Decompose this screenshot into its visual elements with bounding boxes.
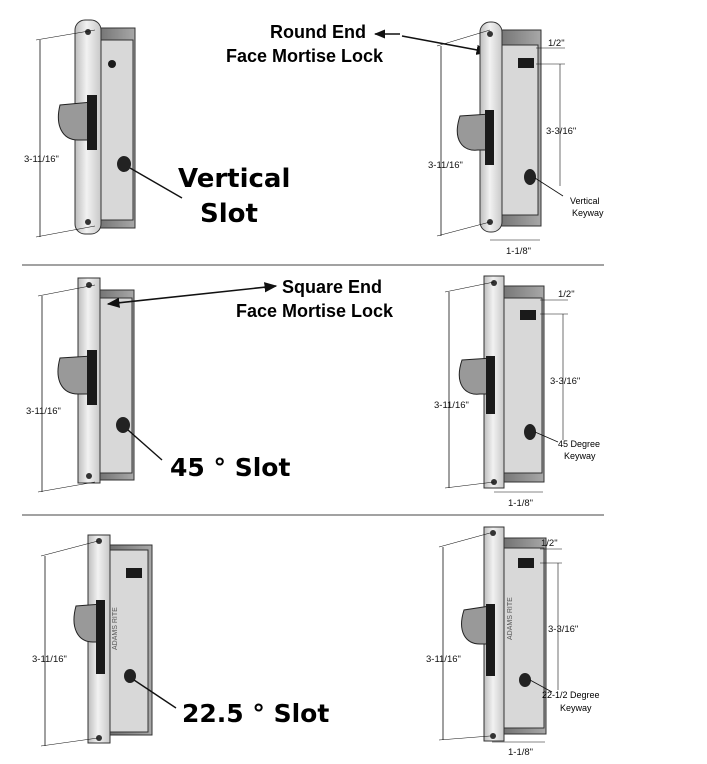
dimension-keyway-offset: 3-3/16" bbox=[546, 126, 576, 137]
extension-line bbox=[37, 284, 96, 297]
lock-illustration bbox=[57, 277, 135, 484]
manufacturer-stamp: ADAMS RITE bbox=[507, 597, 514, 640]
lock-illustration-dimensioned bbox=[458, 275, 545, 489]
extension-line bbox=[40, 540, 99, 557]
lock-illustration bbox=[57, 19, 136, 235]
dimension-width: 1-1/8" bbox=[506, 246, 531, 257]
keyway-label: Keyway bbox=[560, 703, 592, 713]
slot-label: Slot bbox=[200, 199, 258, 229]
dimension-keyway-offset: 3-3/16" bbox=[550, 376, 580, 387]
callout-arrow bbox=[401, 35, 490, 55]
keyway-label: Keyway bbox=[564, 451, 596, 461]
section-square-end: 3-11/16" 45 ° Slot Square End Face Morti… bbox=[26, 275, 600, 509]
dimension-height: 3-11/16" bbox=[26, 406, 61, 417]
section-round-end: 3-11/16" Vertical Slot Round End Face Mo… bbox=[24, 19, 604, 257]
keyway-label: 22-1/2 Degree bbox=[542, 690, 600, 700]
extension-line bbox=[444, 281, 495, 293]
lock-illustration-dimensioned bbox=[456, 21, 542, 233]
slot-label: 45 ° Slot bbox=[170, 453, 290, 482]
dimension-keyway-offset: 3-3/16" bbox=[548, 624, 578, 635]
extension-line bbox=[436, 29, 491, 47]
slot-label: 22.5 ° Slot bbox=[182, 699, 329, 728]
dimension-width: 1-1/8" bbox=[508, 747, 533, 758]
keyway-pointer bbox=[534, 177, 564, 197]
callout-arrow bbox=[106, 282, 278, 308]
keyway-label: Keyway bbox=[572, 208, 604, 218]
dimension-width: 1-1/8" bbox=[508, 498, 533, 509]
dimension-top-offset: 1/2" bbox=[541, 538, 558, 549]
keyway-pointer bbox=[534, 431, 559, 443]
slot-pointer bbox=[129, 167, 183, 199]
callout-subtitle: Face Mortise Lock bbox=[236, 301, 394, 321]
dimension-top-offset: 1/2" bbox=[558, 289, 575, 300]
extension-line bbox=[436, 221, 491, 237]
manufacturer-stamp: ADAMS RITE bbox=[112, 607, 119, 650]
dimension-height: 3-11/16" bbox=[32, 654, 67, 665]
dimension-top-offset: 1/2" bbox=[548, 38, 565, 49]
lock-illustration-dimensioned: ADAMS RITE bbox=[461, 526, 547, 742]
section-22-5-slot: ADAMS RITE 3-11/16" 22.5 ° Slot ADAMS RI… bbox=[32, 526, 600, 758]
extension-line bbox=[40, 737, 99, 747]
callout-title: Square End bbox=[282, 277, 382, 297]
extension-line bbox=[35, 225, 96, 238]
dimension-height: 3-11/16" bbox=[434, 400, 469, 411]
dimension-height: 3-11/16" bbox=[24, 154, 59, 165]
extension-line bbox=[438, 735, 491, 741]
dimension-height: 3-11/16" bbox=[426, 654, 461, 665]
callout-subtitle: Face Mortise Lock bbox=[226, 46, 384, 66]
slot-pointer bbox=[133, 679, 177, 709]
dimension-height: 3-11/16" bbox=[428, 160, 463, 171]
slot-label: Vertical bbox=[178, 164, 290, 194]
keyway-pointer bbox=[529, 679, 553, 693]
keyway-label: Vertical bbox=[570, 196, 600, 206]
extension-line bbox=[35, 29, 96, 41]
extension-line bbox=[444, 481, 495, 489]
keyway-label: 45 Degree bbox=[558, 439, 600, 449]
extension-line bbox=[438, 532, 491, 548]
extension-line bbox=[37, 481, 96, 493]
slot-pointer bbox=[127, 429, 163, 461]
callout-title: Round End bbox=[270, 22, 366, 42]
lock-illustration: ADAMS RITE bbox=[73, 534, 153, 744]
